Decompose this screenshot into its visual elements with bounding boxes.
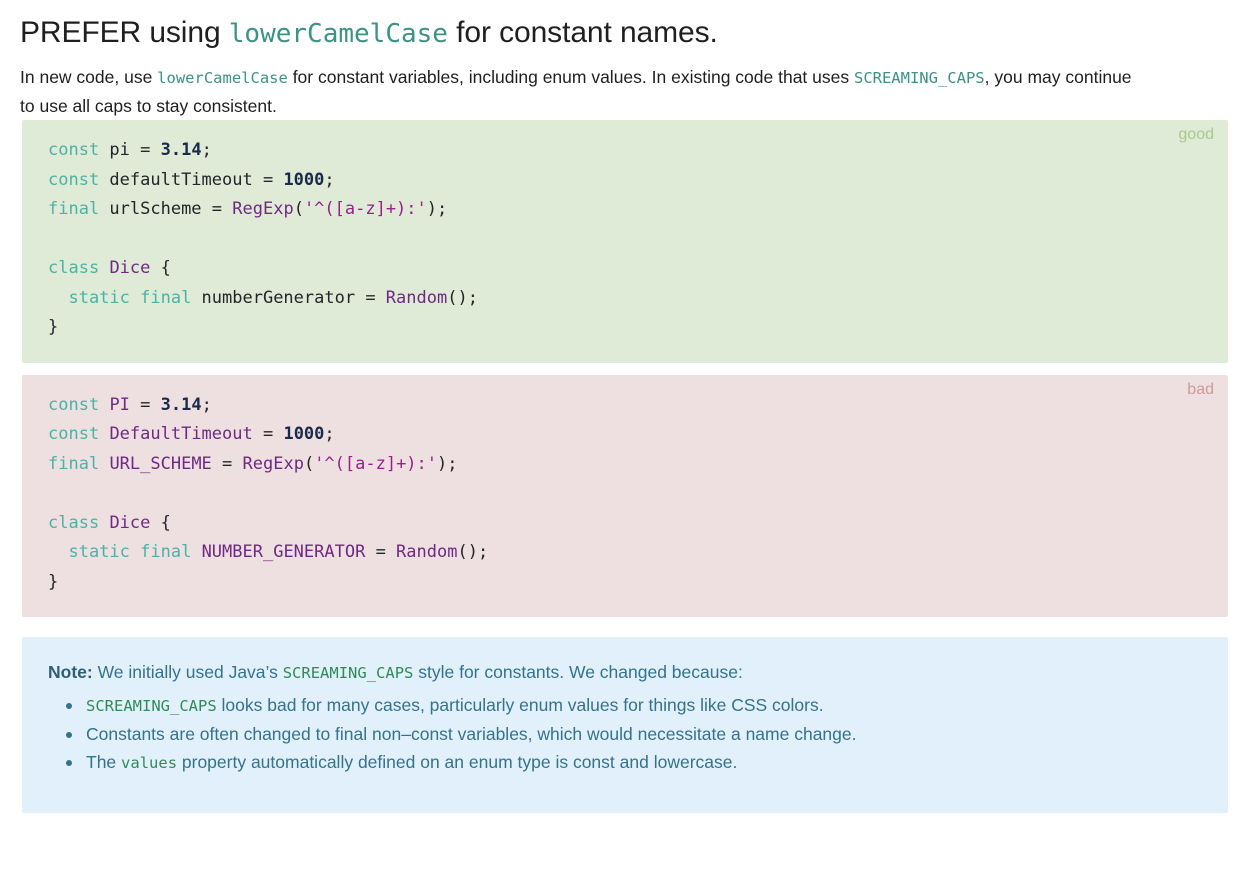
code-token-pl: =: [129, 394, 161, 415]
code-token-cls: Random: [396, 542, 458, 563]
spacer-bad-note: [0, 617, 1240, 637]
note-bullet-item: SCREAMING_CAPS looks bad for many cases,…: [66, 691, 1202, 719]
good-code: const pi = 3.14; const defaultTimeout = …: [48, 136, 1206, 343]
page-title-inline-code: lowerCamelCase: [228, 19, 448, 49]
code-token-cls: RegExp: [242, 453, 304, 474]
intro-inline-code-2: SCREAMING_CAPS: [853, 69, 985, 88]
code-token-pl: {: [150, 258, 171, 279]
code-token-kw: static final: [68, 542, 192, 563]
note-bullet-text: property automatically defined on an enu…: [177, 752, 738, 773]
note-label: Note:: [48, 662, 93, 683]
code-token-pl: ;: [201, 140, 212, 161]
code-token-pl: ;: [201, 394, 212, 415]
note-inline-code: SCREAMING_CAPS: [86, 697, 217, 716]
code-token-pl: );: [437, 453, 458, 474]
code-token-pl: [48, 542, 68, 562]
note-lead-line: Note: We initially used Java’s SCREAMING…: [48, 659, 1202, 685]
code-token-pl: =: [211, 199, 233, 220]
intro-inline-code-1: lowerCamelCase: [157, 69, 288, 88]
code-token-pl: numberGenerator: [191, 287, 366, 308]
code-token-pl: =: [140, 140, 161, 161]
code-token-num: 3.14: [160, 140, 202, 161]
intro-segment-1: In new code, use: [20, 67, 158, 88]
code-token-kw: final: [48, 453, 100, 474]
code-token-pl: defaultTimeout: [99, 169, 263, 190]
code-token-pl: {: [150, 512, 171, 533]
code-token-kw: static final: [68, 287, 192, 308]
code-token-pl: ();: [447, 287, 478, 308]
code-token-cls: PI: [109, 394, 130, 415]
note-lead-inline-code: SCREAMING_CAPS: [282, 664, 414, 683]
note-lead-segment-2: style for constants. We changed because:: [413, 662, 743, 683]
spacer-good-bad: [0, 363, 1240, 375]
code-token-pl: [99, 395, 109, 415]
code-token-pl: urlScheme: [99, 199, 212, 220]
bad-example-codeblock: bad const PI = 3.14; const DefaultTimeou…: [22, 374, 1228, 618]
code-token-kw: final: [48, 199, 100, 220]
code-token-cls: DefaultTimeout: [109, 424, 253, 445]
note-bullet-text: looks bad for many cases, particularly e…: [216, 695, 824, 716]
code-token-kw: const: [48, 169, 100, 190]
good-example-codeblock: good const pi = 3.14; const defaultTimeo…: [22, 120, 1228, 363]
code-token-str: '^([a-z]+):': [303, 199, 427, 220]
code-token-cls: RegExp: [232, 199, 294, 220]
code-token-pl: );: [426, 199, 448, 220]
code-token-pl: ;: [324, 169, 335, 190]
code-token-pl: [99, 513, 109, 533]
code-token-kw: class: [48, 512, 100, 533]
code-token-pl: =: [365, 287, 386, 308]
good-badge: good: [1178, 126, 1214, 144]
code-token-pl: [99, 424, 109, 444]
code-token-num: 1000: [283, 169, 325, 190]
code-token-kw: const: [48, 424, 100, 445]
code-token-num: 3.14: [160, 394, 202, 415]
code-token-cls: URL_SCHEME: [109, 453, 212, 474]
code-token-kw: const: [48, 394, 100, 415]
code-token-pl: (: [303, 453, 315, 474]
code-token-pl: =: [262, 169, 284, 190]
note-lead-segment-1: We initially used Java’s: [92, 662, 283, 683]
code-token-str: '^([a-z]+):': [314, 453, 438, 474]
code-token-num: 1000: [283, 424, 325, 445]
page-title-suffix: for constant names.: [447, 16, 718, 49]
bad-badge: bad: [1187, 380, 1214, 398]
code-token-cls: Dice: [109, 258, 151, 279]
bad-code: const PI = 3.14; const DefaultTimeout = …: [48, 391, 1206, 598]
code-token-pl: =: [211, 453, 243, 474]
note-bullet-item: The values property automatically define…: [66, 748, 1202, 776]
page-title: PREFER using lowerCamelCase for constant…: [0, 0, 1240, 52]
code-token-pl: }: [48, 317, 59, 338]
note-inline-code: values: [121, 754, 178, 773]
page-title-prefix: PREFER using: [20, 16, 229, 49]
code-token-pl: =: [252, 424, 284, 445]
code-token-pl: =: [365, 542, 397, 563]
code-token-cls: Random: [385, 287, 448, 308]
code-token-pl: pi: [99, 140, 141, 161]
code-token-pl: ;: [324, 424, 335, 445]
note-callout: Note: We initially used Java’s SCREAMING…: [22, 637, 1228, 814]
code-token-pl: ();: [457, 542, 489, 563]
code-token-cls: Dice: [109, 512, 151, 533]
code-token-pl: [99, 454, 109, 474]
note-bullet-text: Constants are often changed to final non…: [86, 723, 857, 744]
intro-paragraph: In new code, use lowerCamelCase for cons…: [0, 52, 1160, 120]
code-token-kw: const: [48, 140, 100, 161]
code-token-pl: [191, 542, 201, 562]
code-token-pl: }: [48, 571, 59, 592]
code-token-cls: NUMBER_GENERATOR: [201, 542, 366, 563]
code-token-kw: class: [48, 258, 100, 279]
intro-segment-3: , you may continue to use all caps to st…: [20, 67, 1132, 116]
code-token-pl: [99, 258, 109, 278]
note-bullet-list: SCREAMING_CAPS looks bad for many cases,…: [48, 691, 1202, 776]
note-bullet-text: The: [86, 752, 122, 773]
intro-segment-2: for constant variables, including enum v…: [287, 67, 854, 88]
code-token-pl: [48, 288, 68, 308]
note-bullet-item: Constants are often changed to final non…: [66, 720, 1202, 748]
code-token-pl: (: [293, 199, 304, 220]
